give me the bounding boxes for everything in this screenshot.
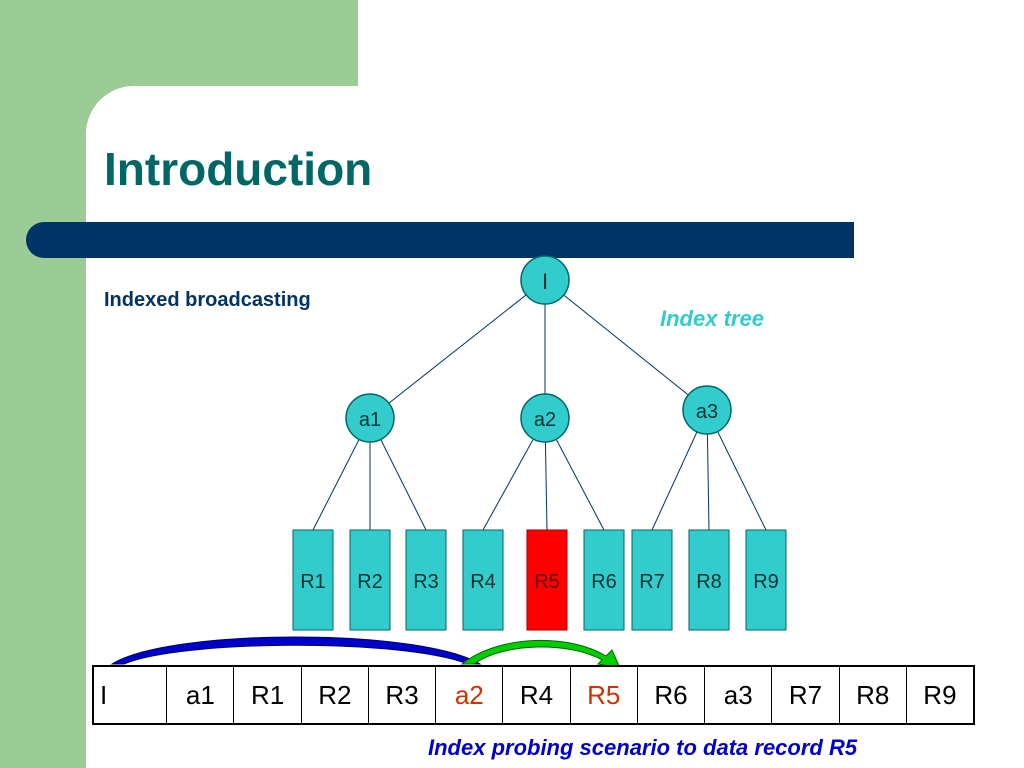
caption: Index probing scenario to data record R5 (428, 735, 858, 760)
broadcast-cell: R7 (772, 667, 840, 723)
probe-arrow-blue (110, 636, 482, 665)
record-r5-highlighted (526, 529, 568, 631)
edge-root-a3 (544, 279, 708, 411)
record-r7 (631, 529, 673, 631)
record-r2-label: R2 (357, 571, 383, 593)
record-r6-label: R6 (591, 571, 617, 593)
index-node-a2 (520, 393, 570, 443)
record-r4 (462, 529, 504, 631)
subtitle: Indexed broadcasting (104, 289, 311, 311)
broadcast-cell: a3 (705, 667, 773, 723)
record-r9-label: R9 (753, 571, 779, 593)
slide-title: Introduction (104, 143, 373, 195)
record-r4-label: R4 (470, 571, 496, 593)
record-r1-label: R1 (300, 571, 326, 593)
broadcast-cell-accent: a2 (436, 667, 504, 723)
index-node-a1 (345, 393, 395, 443)
root-node (520, 255, 570, 305)
broadcast-cell: R6 (638, 667, 706, 723)
index-node-a3 (682, 385, 732, 435)
index-node-a2-label: a2 (534, 409, 556, 431)
record-r3-label: R3 (413, 571, 439, 593)
broadcast-cell: I (94, 667, 168, 723)
broadcast-cell: R4 (503, 667, 571, 723)
probe-arrow-green (460, 639, 621, 669)
record-r6 (583, 529, 625, 631)
edge-root-a1 (369, 279, 546, 419)
broadcast-cell: R9 (923, 679, 957, 710)
record-r5-label: R5 (534, 571, 560, 593)
broadcast-sequence: I a1 R1 R2 R3 a2 R4 R5 R6 a3 R7 R8 R9 (92, 665, 975, 725)
index-node-a1-label: a1 (359, 409, 381, 431)
record-r8 (688, 529, 730, 631)
broadcast-cell: R8 (840, 667, 907, 723)
record-r8-label: R8 (696, 571, 722, 593)
record-r9 (745, 529, 787, 631)
broadcast-cell: R2 (302, 667, 369, 723)
index-tree-label: Index tree (660, 306, 764, 331)
record-r3 (405, 529, 447, 631)
record-r1 (292, 529, 334, 631)
index-node-a3-label: a3 (696, 401, 718, 423)
broadcast-cell: a1 (167, 667, 235, 723)
broadcast-cell-accent: R5 (571, 667, 638, 723)
broadcast-cell: R3 (369, 667, 437, 723)
broadcast-cell: R1 (234, 667, 302, 723)
root-node-label: I (542, 269, 548, 294)
record-r2 (349, 529, 391, 631)
title-bar (26, 222, 854, 258)
record-r7-label: R7 (639, 571, 665, 593)
